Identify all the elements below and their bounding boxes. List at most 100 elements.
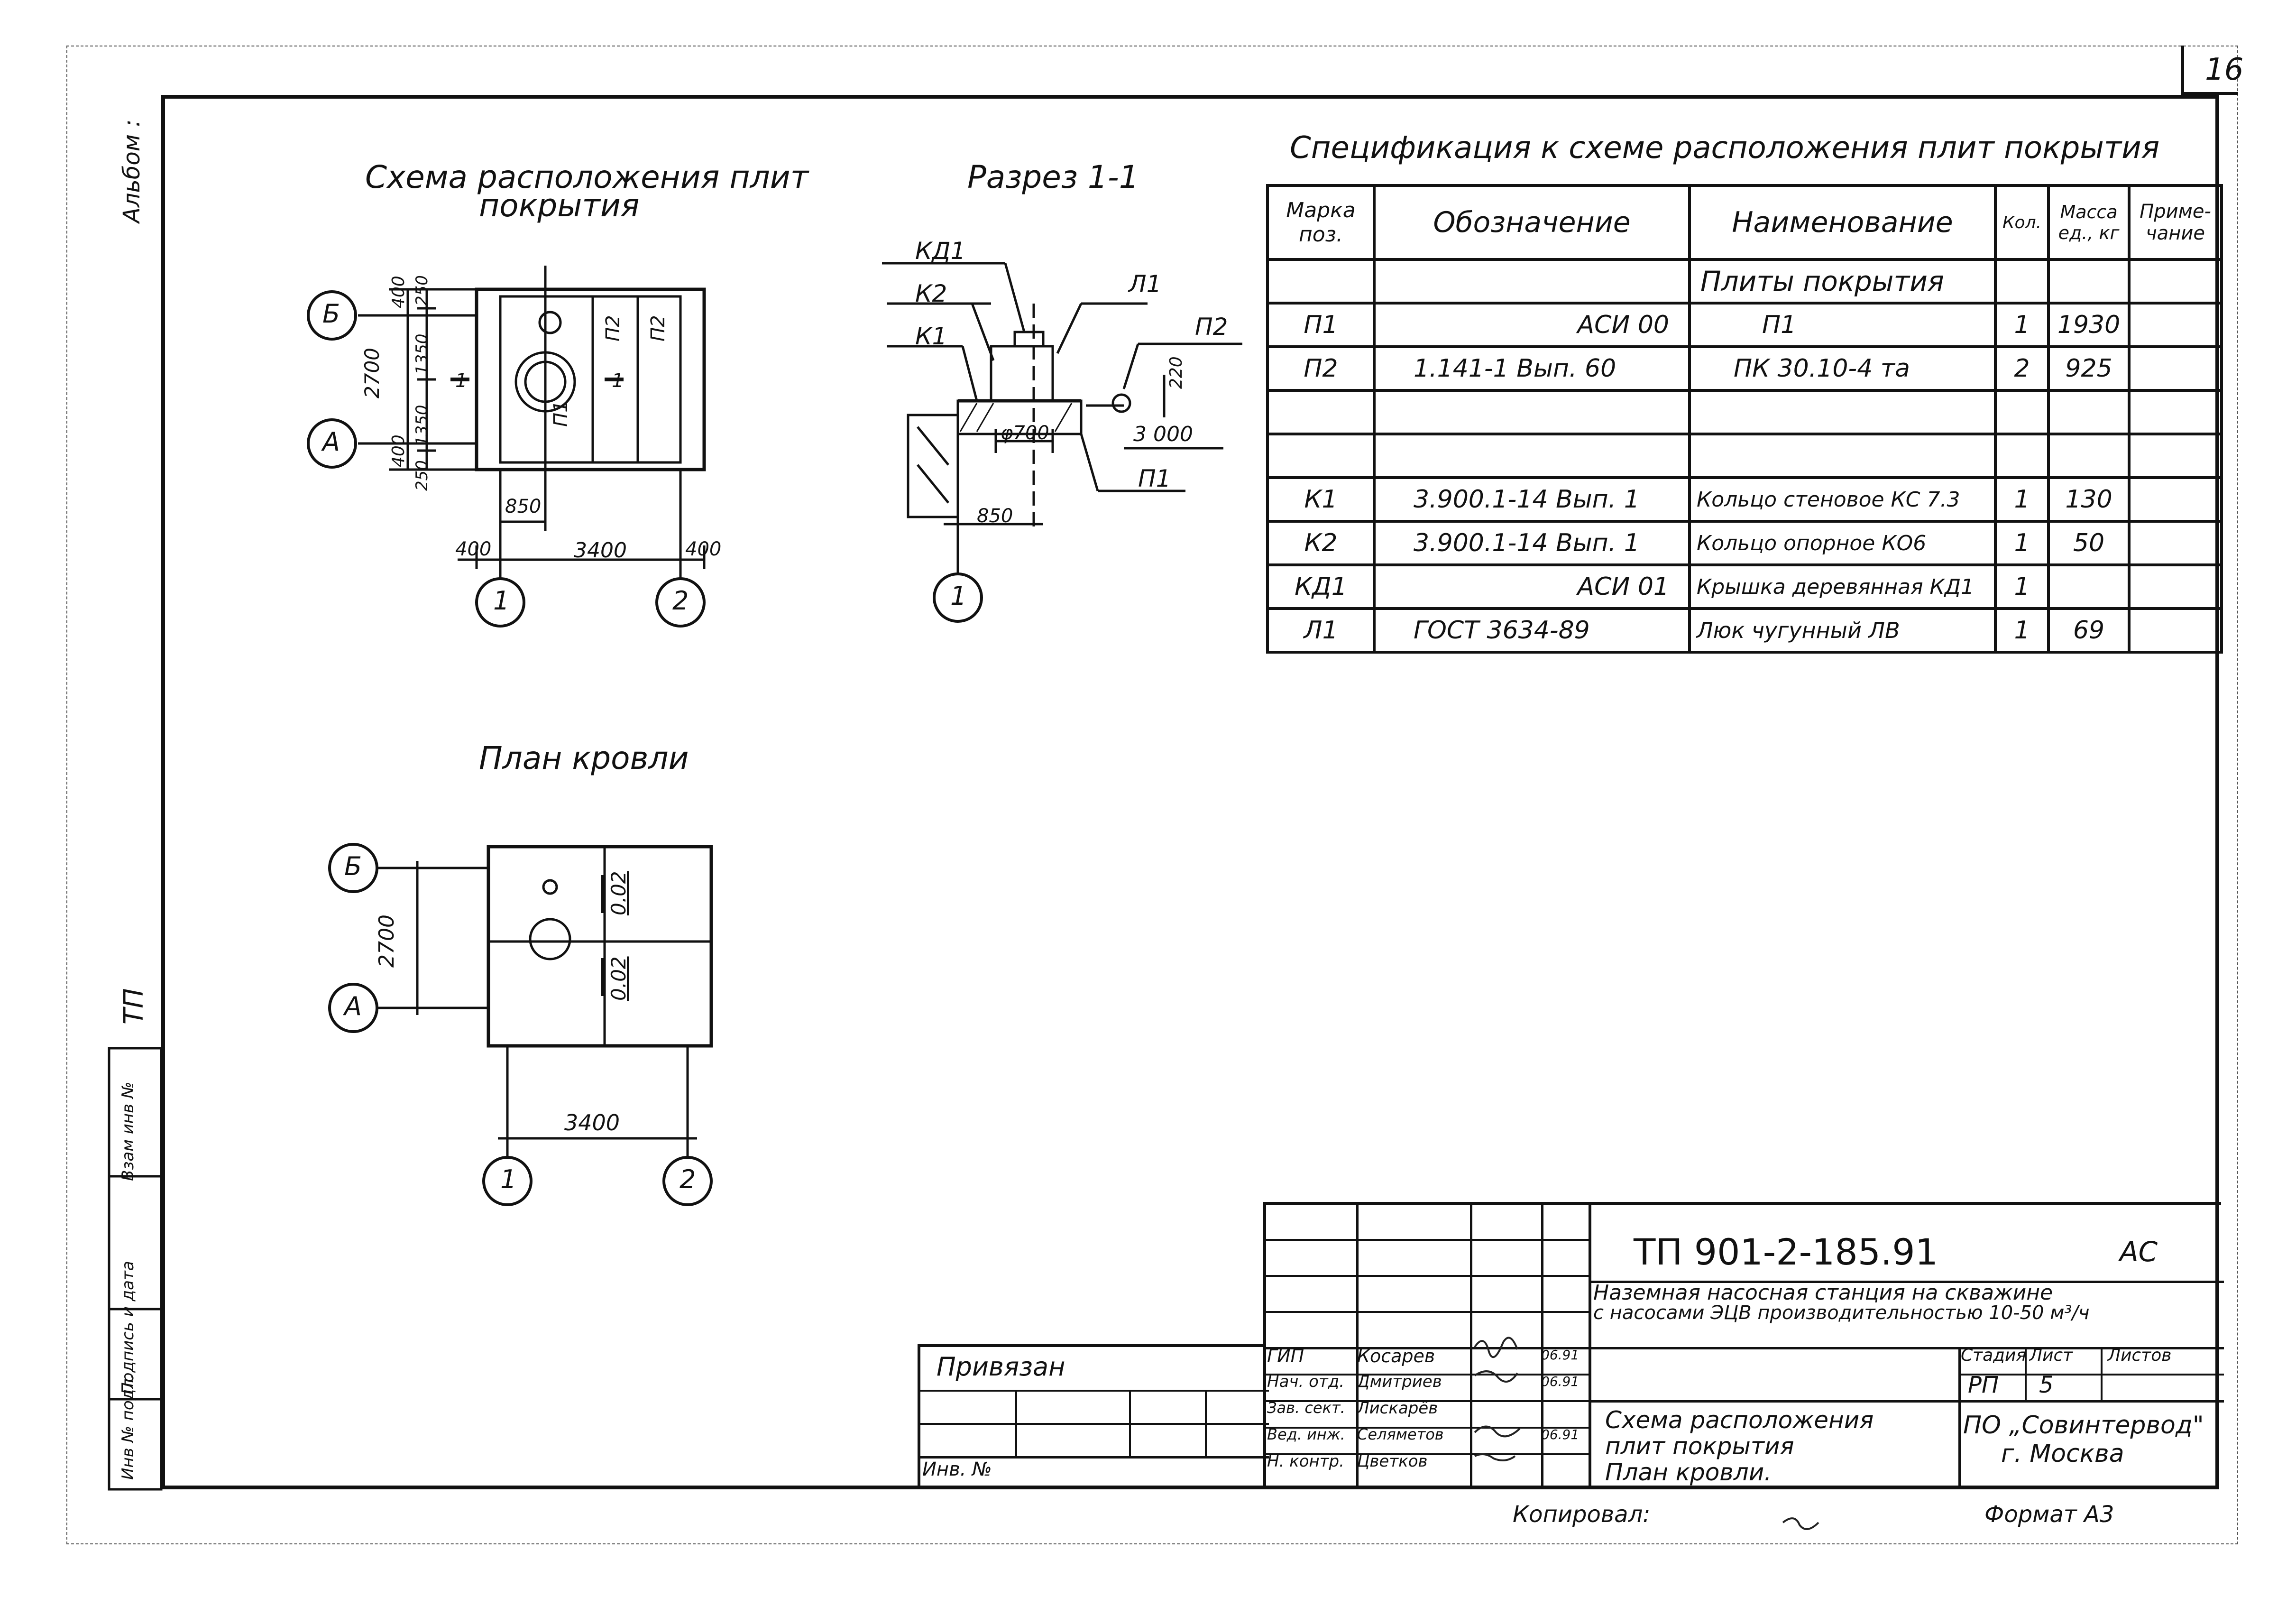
spec-cell-qty: 2 [1993,345,2050,392]
section-axis-1: 1 [950,581,967,611]
spec-cell-designation: 1.141-1 Вып. 60 [1373,345,1691,392]
spec-cell-designation: 3.900.1-14 Вып. 1 [1373,520,1691,566]
spec-header-mass: Масса ед., кг [2047,184,2131,261]
stamp-org-line2: г. Москва [2001,1440,2124,1468]
scheme-dim-850: 850 [505,496,542,517]
stamp-role: Зав. сект. [1267,1399,1345,1417]
spec-cell-name: Кольцо опорное КО6 [1688,520,1997,566]
footer-format: Формат А3 [1984,1501,2114,1528]
spec-cell-name: П1 [1688,302,1997,348]
spec-header-designation: Обозначение [1373,184,1691,261]
roof-axis-2: 2 [680,1164,696,1194]
stamp-role: Н. контр. [1267,1452,1344,1471]
scheme-building-outline [475,287,706,471]
spec-header-qty: Кол. [1993,184,2050,261]
stamp-role-date: 06.91 [1541,1427,1580,1442]
stamp-role-name: Селяметов [1357,1425,1444,1443]
spec-header-mark: Марка поз. [1266,184,1376,261]
stamp-sheet: 5 [2039,1372,2054,1398]
spec-cell-mark: К1 [1266,476,1376,523]
roof-title: План кровли [479,740,689,776]
spec-header-name: Наименование [1688,184,1997,261]
spec-cell-qty: 1 [1993,607,2050,654]
section-label-kd1: КД1 [915,237,966,265]
stamp-sheet-title-line2: плит покрытия [1605,1432,1794,1460]
stamp-sheet-title-line1: Схема расположения [1605,1406,1874,1434]
scheme-axis-1: 1 [493,586,510,616]
spec-cell-mark: П2 [1266,345,1376,392]
sheet-outer-border [66,46,2238,1544]
spec-cell-designation: АСИ 01 [1373,563,1691,610]
roof-outline [487,845,713,1048]
spec-cell-designation: ГОСТ 3634-89 [1373,607,1691,654]
spec-cell-mass: 50 [2047,520,2131,566]
spec-section-row: Плиты покрытия [1266,258,2223,305]
spec-cell-mass: 130 [2047,476,2131,523]
spec-cell-mark: Л1 [1266,607,1376,654]
scheme-axis-2: 2 [672,586,689,616]
spec-title: Спецификация к схеме расположения плит п… [1290,130,2160,166]
spec-row [1266,433,2223,479]
spec-cell-note [2128,607,2223,654]
spec-cell-designation: АСИ 00 [1373,302,1691,348]
spec-cell-note [2128,520,2223,566]
stamp-mark: АС [2120,1236,2158,1268]
section-dim-850: 850 [977,505,1013,527]
spec-row: К2 3.900.1-14 Вып. 1 Кольцо опорное КО6 … [1266,520,2223,566]
spec-row: П1 АСИ 00 П1 1 1930 [1266,302,2223,348]
title-block [1263,1202,2224,1488]
roof-axis-1: 1 [500,1164,517,1194]
section-title: Разрез 1-1 [967,159,1139,195]
section-label-k1: К1 [915,323,947,350]
scheme-cut-mark-left: 1 [455,370,468,392]
stamp-project-line2: с насосами ЭЦВ производительностью 10-50… [1593,1302,2090,1324]
scheme-cut-mark-right: 1 [612,370,624,392]
stamp-role: Вед. инж. [1267,1425,1345,1443]
scheme-axis-a: А [322,427,340,457]
spec-cell-name: ПК 30.10-4 та [1688,345,1997,392]
stamp-sheets-label: Листов [2108,1346,2172,1365]
spec-row: К1 3.900.1-14 Вып. 1 Кольцо стеновое КС … [1266,476,2223,523]
scheme-dim-3400: 3400 [574,538,627,563]
spec-cell-note [2128,563,2223,610]
spec-cell-name: Крышка деревянная КД1 [1688,563,1997,610]
stamp-role-name: Дмитриев [1357,1372,1442,1391]
spec-row: КД1 АСИ 01 Крышка деревянная КД1 1 [1266,563,2223,610]
spec-header-note: Приме-чание [2128,184,2223,261]
spec-cell-name: Люк чугунный ЛВ [1688,607,1997,654]
section-dim-phi700: φ700 [1001,422,1049,444]
drawing-frame [161,95,2219,1489]
spec-cell-mass: 1930 [2047,302,2131,348]
spec-cell-mark: П1 [1266,302,1376,348]
stamp-sheet-label: Лист [2030,1346,2073,1365]
spec-cell-mass: 69 [2047,607,2131,654]
spec-cell-mass: 925 [2047,345,2131,392]
scheme-dim-400-l: 400 [455,538,492,560]
spec-cell-qty: 1 [1993,476,2050,523]
scheme-title-line1: Схема расположения плит [365,159,809,195]
roof-axis-b: Б [344,851,362,881]
spec-cell-mark: К2 [1266,520,1376,566]
spec-cell-qty: 1 [1993,302,2050,348]
spec-cell-qty: 1 [1993,563,2050,610]
roof-axis-a: А [344,991,362,1021]
section-label-p2: П2 [1195,313,1228,341]
stamp-stage-label: Стадия [1961,1346,2027,1365]
footer-copied: Копировал: [1513,1501,1651,1528]
spec-cell-mass [2047,563,2131,610]
stamp-role-date: 06.91 [1541,1374,1580,1389]
stamp-project-line1: Наземная насосная станция на скважине [1593,1281,2053,1305]
privyazan-box [918,1344,1269,1486]
stamp-role-name: Цветков [1357,1452,1428,1471]
sheet-number: 16 [2205,52,2244,87]
spec-cell-mark: КД1 [1266,563,1376,610]
section-label-k2: К2 [915,280,947,307]
stamp-role-name: Косарев [1357,1346,1435,1366]
stamp-sheet-title-line3: План кровли. [1605,1459,1772,1486]
section-label-p1: П1 [1138,465,1171,492]
spec-row: Л1 ГОСТ 3634-89 Люк чугунный ЛВ 1 69 [1266,607,2223,654]
scheme-dim-400-r: 400 [685,538,722,560]
stamp-org-line1: ПО „Совинтервод" [1963,1411,2204,1440]
